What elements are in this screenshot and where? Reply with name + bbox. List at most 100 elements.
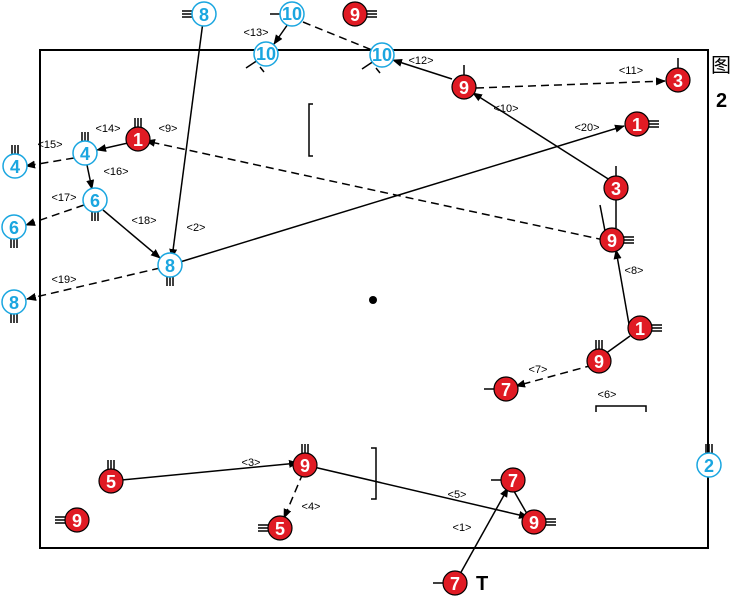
figure-caption-title: 图 <box>711 55 731 77</box>
player-p17-red-9[interactable]: 9 <box>599 227 634 253</box>
path-label-l6: <6> <box>598 389 617 401</box>
player-p12-blue-6[interactable]: 6 <box>1 214 27 248</box>
player-p7-red-3[interactable]: 3 <box>665 58 691 93</box>
bracket-mark-top <box>308 103 313 157</box>
bracket-mark-right <box>595 405 647 412</box>
player-p1-blue-8[interactable]: 8 <box>182 1 217 27</box>
path-label-l15: <15> <box>37 139 62 151</box>
player-number: 9 <box>459 78 469 98</box>
player-p5-blue-10[interactable]: 10 <box>361 42 395 74</box>
path-label-l17: <17> <box>51 192 76 204</box>
path-label-l10: <10> <box>493 103 518 115</box>
movement-line-l14 <box>96 142 129 152</box>
movement-line-l13 <box>273 23 289 45</box>
movement-line-l3 <box>110 459 299 482</box>
player-p6-red-9[interactable]: 9 <box>451 65 477 100</box>
path-label-l14: <14> <box>95 123 120 135</box>
player-number: 9 <box>607 231 617 251</box>
player-p28-blue-2[interactable]: 2 <box>696 444 722 478</box>
player-p21-red-5[interactable]: 5 <box>98 460 124 494</box>
path-label-l20: <20> <box>574 122 599 134</box>
player-p4-blue-10[interactable]: 10 <box>245 41 279 73</box>
player-p25-red-7[interactable]: 7 <box>491 467 526 493</box>
path-label-l12: <12> <box>408 55 433 67</box>
movement-line-l9b <box>599 204 606 232</box>
player-number: 9 <box>72 511 82 531</box>
player-p2-blue-10[interactable]: 10 <box>270 1 305 27</box>
path-label-l1: <1> <box>453 522 472 534</box>
movement-line-l2 <box>169 13 205 259</box>
player-number: 1 <box>632 115 642 135</box>
player-p24-red-5[interactable]: 5 <box>258 515 293 541</box>
movement-line-l9 <box>145 138 605 241</box>
player-number: 5 <box>106 472 116 492</box>
player-p16-red-3[interactable]: 3 <box>603 166 629 201</box>
player-number: 6 <box>9 218 19 238</box>
movement-line-l20 <box>179 124 625 263</box>
player-number: 1 <box>635 319 645 339</box>
movement-line-l7 <box>515 364 594 388</box>
player-p15-red-1[interactable]: 1 <box>624 111 659 137</box>
path-label-l9: <9> <box>159 123 178 135</box>
player-number: 3 <box>611 179 621 199</box>
player-number: 9 <box>529 513 539 533</box>
player-number: 8 <box>165 256 175 276</box>
movement-line-l16 <box>86 164 95 190</box>
player-number: 7 <box>508 471 518 491</box>
movement-line-l13b <box>302 21 373 51</box>
player-number: 1 <box>133 130 143 150</box>
movement-line-l4 <box>283 472 304 519</box>
player-number: 6 <box>90 191 100 211</box>
player-number: 2 <box>704 456 714 476</box>
movement-line-l20b <box>604 335 631 355</box>
player-p13-blue-8[interactable]: 8 <box>157 252 183 286</box>
player-p26-red-9[interactable]: 9 <box>521 509 556 535</box>
player-number: 4 <box>80 144 90 164</box>
path-label-l8: <8> <box>625 265 644 277</box>
player-number: 9 <box>350 5 360 25</box>
bracket-mark-bottom <box>371 447 377 500</box>
path-labels: <1> <2> <3> <4> <5> <6> <7> <8> <9> <10> <11> <12> <… <box>37 27 643 534</box>
path-label-l13: <13> <box>243 27 268 39</box>
movement-line-l18 <box>102 209 161 259</box>
player-p3-red-9[interactable]: 9 <box>342 1 377 27</box>
player-p10-blue-4[interactable]: 4 <box>2 145 28 179</box>
path-label-l2: <2> <box>187 222 206 234</box>
path-label-l7: <7> <box>529 364 548 376</box>
player-p9-blue-4[interactable]: 4 <box>72 132 98 166</box>
player-p8-red-1[interactable]: 1 <box>125 118 151 152</box>
player-number: 9 <box>300 456 310 476</box>
path-label-l5: <5> <box>448 489 467 501</box>
figure-caption-number: 2 <box>716 90 727 112</box>
player-p14-blue-8[interactable]: 8 <box>1 289 27 323</box>
player-p11-blue-6[interactable]: 6 <box>82 187 108 221</box>
player-number: 5 <box>275 519 285 539</box>
player-number: 7 <box>501 380 511 400</box>
path-label-l16: <16> <box>103 166 128 178</box>
player-number: 10 <box>372 45 392 65</box>
movement-line-l15 <box>25 157 75 169</box>
player-number: 10 <box>282 4 302 24</box>
player-number: 3 <box>673 71 683 91</box>
player-p20-red-7[interactable]: 7 <box>484 376 519 402</box>
path-label-l19: <19> <box>51 274 76 286</box>
movement-line-l10 <box>472 92 614 183</box>
player-p22-red-9[interactable]: 9 <box>292 444 318 478</box>
movement-line-l5 <box>304 464 529 519</box>
movement-line-l8 <box>613 249 631 331</box>
path-label-l3: <3> <box>242 457 261 469</box>
player-number: 4 <box>10 157 20 177</box>
path-label-l11: <11> <box>619 65 643 77</box>
path-label-l4: <4> <box>302 501 321 513</box>
player-p18-red-1[interactable]: 1 <box>627 315 662 341</box>
player-p23-red-9[interactable]: 9 <box>55 507 90 533</box>
t-marker: T <box>476 573 488 595</box>
player-p19-red-9[interactable]: 9 <box>586 340 612 374</box>
player-p27-red-7[interactable]: 7 <box>433 570 468 596</box>
movement-line-l11 <box>475 77 666 89</box>
player-number: 7 <box>450 574 460 594</box>
player-number: 8 <box>9 293 19 313</box>
